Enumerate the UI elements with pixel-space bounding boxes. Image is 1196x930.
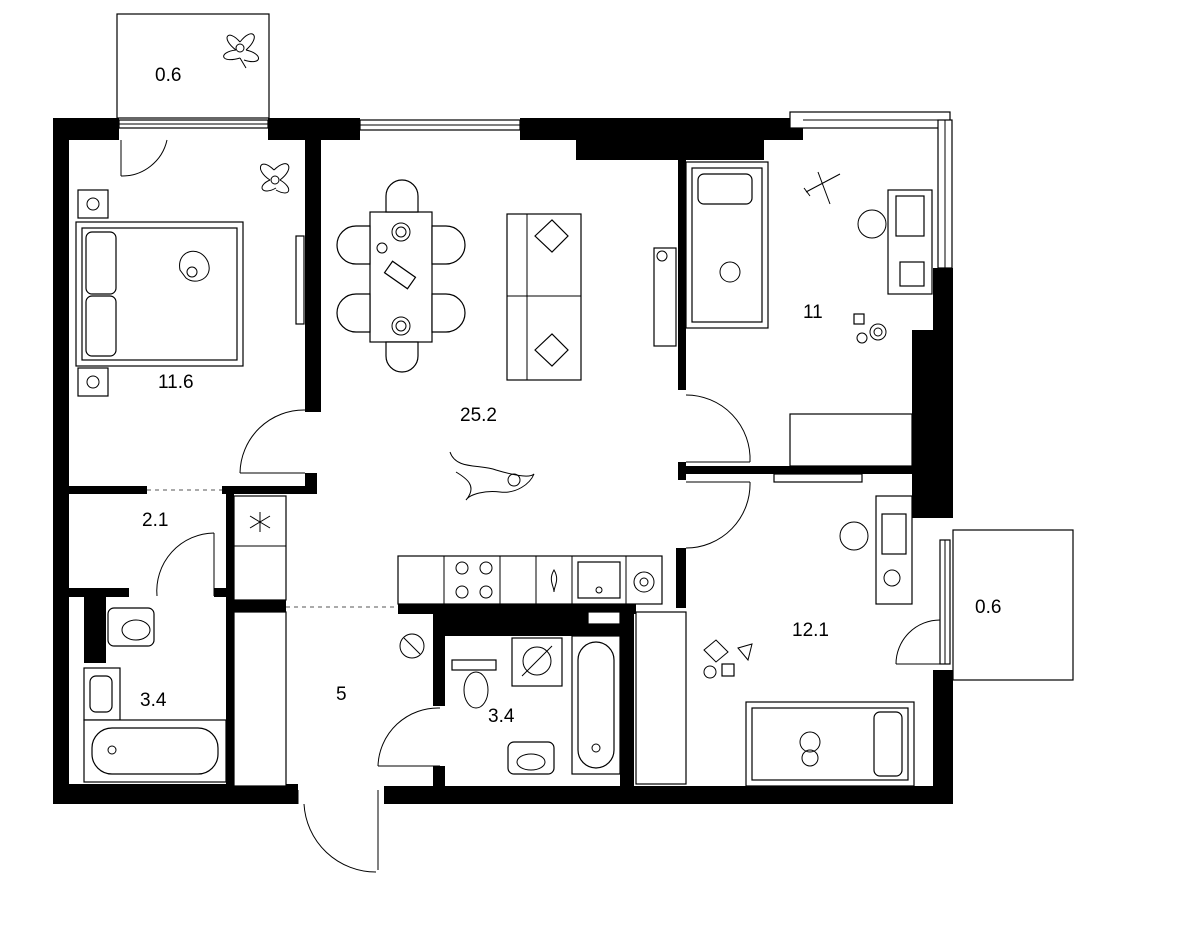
- bedroom-furniture: [75, 163, 305, 397]
- toys-icon: [703, 639, 753, 679]
- teddy-bear-icon: [799, 731, 821, 767]
- area-label-balcony-right: 0.6: [975, 597, 1001, 618]
- bathroom-right-fixtures: [451, 611, 621, 775]
- area-label-living-kitchen: 25.2: [460, 405, 497, 426]
- sofa: [506, 213, 582, 381]
- snowflake-icon: [249, 512, 271, 532]
- bathroom-left-fixtures: [83, 607, 227, 783]
- toys-icon: [853, 313, 887, 344]
- dining-set: [336, 179, 466, 373]
- doors: [120, 139, 941, 873]
- area-label-kids-room-top: 11: [803, 302, 823, 323]
- area-label-hallway: 5: [336, 684, 347, 705]
- hallway-fixtures: [233, 611, 425, 787]
- kitchen-counter: [233, 495, 663, 605]
- plant-icon: [223, 33, 259, 69]
- plant-icon: [260, 163, 290, 194]
- windows: [118, 111, 953, 665]
- balcony-top-outline: [116, 13, 270, 119]
- area-label-bathroom-left: 3.4: [140, 690, 167, 711]
- cat-icon: [179, 250, 210, 282]
- exterior-walls: [53, 118, 953, 804]
- balcony-right-outline: [952, 529, 1074, 681]
- area-label-closet: 2.1: [142, 510, 168, 531]
- cat-icon: [449, 451, 535, 501]
- kids-room-bottom-furniture: [635, 495, 915, 787]
- tv-stand: [653, 247, 677, 347]
- interior-walls: [69, 140, 912, 786]
- area-label-kids-room-bottom: 12.1: [792, 620, 829, 641]
- area-label-bathroom-right: 3.4: [488, 706, 515, 727]
- kids-room-top-furniture: [685, 161, 933, 483]
- area-labels: 0.6 11.6 25.2 11 2.1 3.4 5 3.4 12.1 0.6: [140, 65, 1001, 727]
- airplane-icon: [803, 171, 841, 205]
- area-label-bedroom: 11.6: [158, 372, 194, 393]
- area-label-balcony-top: 0.6: [155, 65, 181, 86]
- stove-icon: [455, 561, 493, 599]
